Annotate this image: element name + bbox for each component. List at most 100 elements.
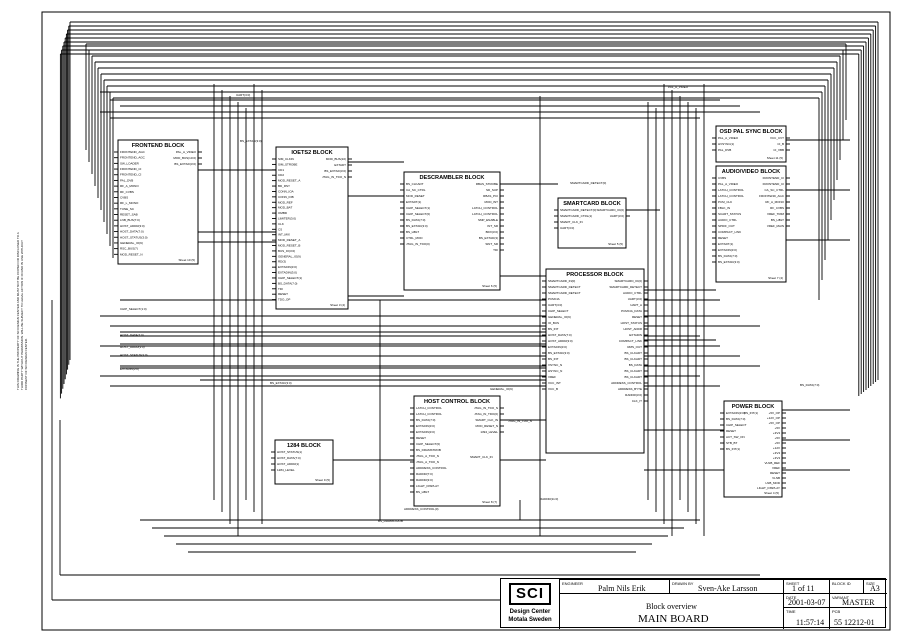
- pin-label: SMARTCARD_DETECT(0): [560, 208, 596, 212]
- pin-label: EXTADIN: [629, 333, 642, 337]
- pin-label: VSYNC_N: [548, 363, 562, 367]
- pin-label: PCMCIA_DATA: [621, 309, 642, 313]
- block-smartcard-sheet: Sheet 5 (5): [608, 242, 623, 246]
- pin-label: VCC_CVT: [770, 136, 784, 140]
- pin-label: BS_EXTAD(3:0): [548, 351, 570, 355]
- pin-label: 1284_LEVEL: [277, 468, 295, 472]
- block-smartcard-box: [557, 197, 627, 249]
- pin-label: SMARTCARD_IO(0): [615, 279, 642, 283]
- pin-label: AUDIO_CTRL: [623, 291, 642, 295]
- net-label: SMARTCARD_DETECT(0): [570, 181, 606, 185]
- pin-label: FBLK_IN: [718, 206, 730, 210]
- pin-label: FRONTEND_CI: [120, 173, 142, 177]
- pin-label: RF_CVBS: [120, 190, 134, 194]
- net-label: EXTADIN(3:0): [120, 367, 139, 371]
- block-power: POWER BLOCKEXTADIN(3:0)BS_DATA(7:0)CHIP_…: [720, 400, 786, 498]
- pin-label: SMARTCARD_CTRL(1): [560, 214, 592, 218]
- pin-label: VREF: [548, 375, 556, 379]
- pin-label: BS_EXTAD(3:0): [718, 260, 740, 264]
- pin-label: +3V3: [773, 456, 780, 460]
- pin-label: HOST_ADDR(3:0): [548, 339, 573, 343]
- size-cell: SIZE A3: [863, 579, 887, 593]
- pin-label: EXTADIN(3:0): [416, 424, 435, 428]
- blocks: FRONTEND BLOCKFRONTEND_AGCFRONTEND_AGCSW…: [114, 125, 790, 507]
- pin-label: SCART_STATUS: [718, 212, 741, 216]
- block-descrambler: DESCRAMBLER BLOCKBS_CLKADTCA_SC_CTRLMOD_…: [400, 171, 504, 291]
- pin-label: VREF_TRIM: [767, 212, 785, 216]
- sheet-value: 1 of 11: [792, 584, 815, 593]
- pin-label: FRONTEND_AGC: [120, 156, 146, 160]
- variant-cell: VARIANT MASTER: [829, 593, 887, 607]
- pin-label: COMPACT_LINK: [619, 339, 642, 343]
- pin-label: MOD_BAT: [278, 206, 292, 210]
- pin-label: +12V_OP: [767, 416, 780, 420]
- block-osd-box: [715, 125, 787, 163]
- block-audiovideo: AUDIO/VIDEO BLOCKCVBSPAL_A_VIDEOLATCH_CO…: [712, 165, 790, 283]
- sheet-border: [41, 11, 891, 631]
- pin-label: COMPACT_LINK: [718, 230, 741, 234]
- block-frontend-title: FRONTEND BLOCK: [132, 143, 185, 149]
- pin-label: LATCH_CONTROL: [416, 412, 442, 416]
- pin-label: SPDIF_OUT: [718, 224, 735, 228]
- net-label: BS_INT(1): [744, 411, 758, 415]
- pin-label: CHIP_SELECT: [726, 423, 747, 427]
- copyright-notice: THIS DRAWING IS THE PROPERTY OF SCI DESI…: [16, 230, 34, 390]
- pin-label: CA_SC_CTRL: [764, 188, 784, 192]
- pin-label: CI_VBB: [773, 148, 784, 152]
- pin-label: CS: [278, 227, 282, 231]
- drawn-by-cell: DRAWN BY Sven-Ake Larsson: [669, 579, 783, 593]
- pin-label: BS_INT(1): [726, 447, 740, 451]
- pin-label: EXTADIN(3:0): [278, 265, 297, 269]
- pin-label: EXTADIN(3:0): [718, 248, 737, 252]
- block-b1284-sheet: Sheet 9 (5): [315, 478, 330, 482]
- pin-label: BS_DATA(7:0): [406, 218, 425, 222]
- pin-label: SIM_CLKIN: [278, 157, 294, 161]
- block-descrambler-title: DESCRAMBLER BLOCK: [420, 175, 485, 181]
- pin-label: CD1: [278, 168, 284, 172]
- pin-label: +5V_OP: [769, 421, 780, 425]
- pin-label: GENERAL_IO(9): [548, 315, 571, 319]
- block-power-box: [723, 400, 783, 498]
- pin-label: SMARTCARD_DETECT: [609, 285, 642, 289]
- net-label: HOST_ADDR(3:0): [120, 345, 145, 349]
- pin-label: SMARTCARD_DETECT: [548, 285, 581, 289]
- description-line2: MAIN BOARD: [638, 613, 709, 625]
- date-label: DATE: [786, 595, 797, 600]
- net-label: CHIP_SELECT(1:0): [120, 307, 147, 311]
- sheet-cell: SHEET 1 of 11: [783, 579, 829, 593]
- pin-label: MOD_RESET_A: [278, 179, 300, 183]
- pin-label: INT_SR: [487, 224, 499, 228]
- pin-label: RMS_OUT: [627, 345, 642, 349]
- pin-label: CLK_IT: [632, 399, 642, 403]
- net-label: SMART_CLK_IN: [470, 455, 493, 459]
- pin-label: HOST_STATUS(3:0): [120, 235, 148, 239]
- pin-label: 1394_LEVEL: [480, 430, 498, 434]
- block-descrambler-box: [403, 171, 501, 291]
- pin-label: PCM_CLK: [718, 200, 732, 204]
- pin-label: VREF_MAIN: [767, 224, 784, 228]
- net-label: BS_DRAMSTROB: [378, 519, 403, 523]
- description-cell: Block overview MAIN BOARD: [559, 593, 783, 629]
- net-label: UART(3:0): [236, 93, 250, 97]
- company-name: Design Center: [509, 609, 551, 615]
- pin-label: HVSYNC(1): [718, 142, 734, 146]
- pin-label: JTAG_IN_TDO_N: [322, 175, 346, 179]
- pin-label: MOD_RESET_N: [475, 424, 498, 428]
- pin-label: MOD_RESET_N: [120, 252, 143, 256]
- pin-label: BS_EXTAD(3:0): [174, 162, 196, 166]
- pcb-value: 55 12212-01: [834, 618, 875, 627]
- pin-label: UART(3:0): [548, 303, 562, 307]
- net-labels: UART(3:0)PAL_A_VIDEOBS_EXTAD(3:0)SMARTCA…: [120, 85, 819, 523]
- engineer-cell: ENGINEER Palm Nils Erik: [559, 579, 669, 593]
- pin-label: TUNE_SC: [120, 207, 135, 211]
- pcb-cell: PCB 55 12212-01: [829, 607, 887, 629]
- net-label: JTAG_IN_TDO_N: [508, 419, 532, 423]
- pin-label: RESET: [718, 236, 728, 240]
- pin-label: LATCH_CONTROL: [472, 212, 498, 216]
- pin-label: CHIP_SELECT(0): [416, 442, 440, 446]
- pin-label: SD_SUP: [486, 188, 498, 192]
- pin-label: MOD_RESET_A: [278, 238, 300, 242]
- pcb-label: PCB: [832, 609, 841, 614]
- block-iopts-sheet: Sheet 3 (4): [330, 303, 345, 307]
- pin-label: ADDRESS_BYTE: [618, 387, 642, 391]
